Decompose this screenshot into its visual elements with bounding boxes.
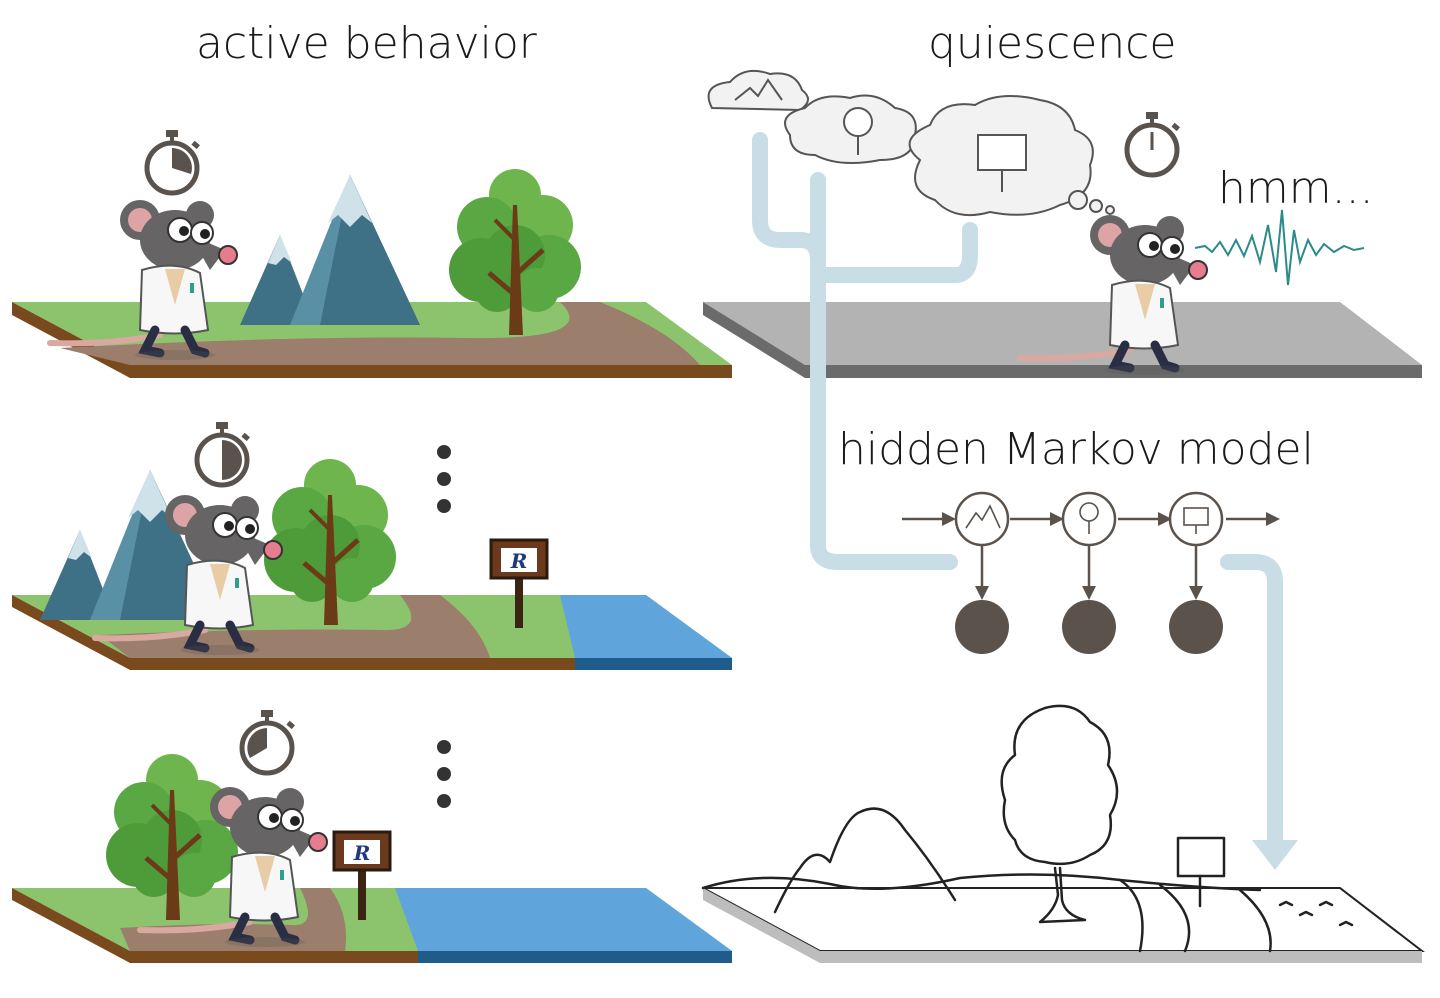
- model-title: hidden Markov model: [838, 424, 1314, 475]
- hmm-chain: [902, 491, 1280, 654]
- hidden-state-node: [1168, 491, 1224, 547]
- left-panel-title: active behavior: [196, 18, 537, 69]
- thought-text: hmm...: [1218, 163, 1374, 214]
- observation-node: [955, 600, 1009, 654]
- mountain-icon: [734, 78, 783, 101]
- left-scene-2: R: [12, 422, 732, 670]
- replay-flow-pipes: [752, 132, 1283, 848]
- observation-node: [1169, 600, 1223, 654]
- tree-icon: [1079, 502, 1099, 534]
- mountain-icon: [965, 504, 1001, 529]
- ellipsis-dots-icon: [437, 445, 451, 513]
- signpost-icon: [977, 134, 1027, 192]
- stopwatch-icon: [242, 710, 295, 773]
- tree-icon: [843, 107, 873, 155]
- signpost-icon: [1183, 507, 1209, 534]
- signpost-icon: R: [489, 538, 549, 630]
- quiescence-scene: [703, 302, 1422, 378]
- pipe-arrowhead: [1252, 840, 1298, 870]
- sign-letter: R: [510, 549, 528, 573]
- observation-node: [1062, 600, 1116, 654]
- hidden-state-node: [1061, 491, 1117, 547]
- sign-letter: R: [353, 841, 371, 865]
- thought-cloud-icon: [707, 69, 1115, 216]
- ellipsis-dots-icon: [437, 740, 451, 808]
- neural-signal-trace: [1194, 209, 1365, 286]
- left-scene-1: [12, 130, 732, 378]
- stopwatch-icon: [197, 422, 250, 485]
- stopwatch-icon: [1127, 112, 1180, 175]
- stopwatch-icon: [147, 130, 200, 193]
- left-scene-3: R: [12, 710, 732, 963]
- reconstructed-scene: [701, 704, 1425, 963]
- right-panel-title: quiescence: [928, 18, 1177, 69]
- signpost-icon: R: [332, 830, 392, 922]
